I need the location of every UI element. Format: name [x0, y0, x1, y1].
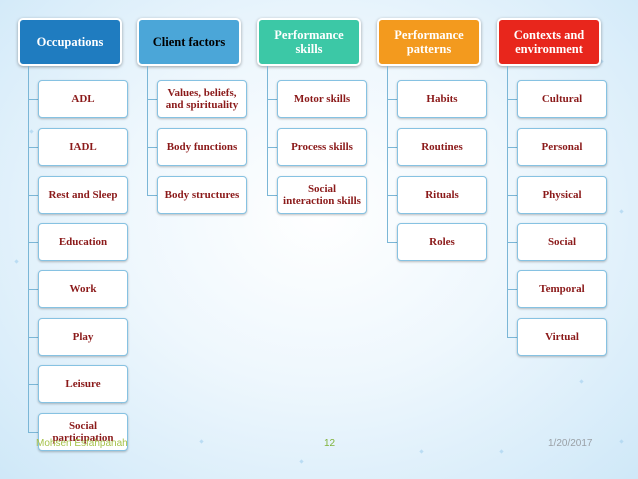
- item-connector: [507, 289, 517, 290]
- column-5-item-2: Personal: [517, 128, 607, 166]
- item-connector: [28, 242, 38, 243]
- column-1-item-4: Education: [38, 223, 128, 261]
- column-5-item-4: Social: [517, 223, 607, 261]
- item-connector: [507, 147, 517, 148]
- column-4-item-4: Roles: [397, 223, 487, 261]
- column-3-item-1: Motor skills: [277, 80, 367, 118]
- item-connector: [387, 99, 397, 100]
- column-connector-3: [267, 66, 268, 195]
- item-connector: [507, 99, 517, 100]
- item-connector: [147, 147, 157, 148]
- column-connector-2: [147, 66, 148, 195]
- column-1-item-3: Rest and Sleep: [38, 176, 128, 214]
- column-header-2: Client factors: [137, 18, 241, 66]
- column-3-item-2: Process skills: [277, 128, 367, 166]
- column-4-item-1: Habits: [397, 80, 487, 118]
- footer-date: 1/20/2017: [548, 438, 593, 449]
- column-1-item-7: Leisure: [38, 365, 128, 403]
- item-connector: [267, 195, 277, 196]
- column-5-item-1: Cultural: [517, 80, 607, 118]
- column-3-item-3: Social interaction skills: [277, 176, 367, 214]
- column-4-item-3: Rituals: [397, 176, 487, 214]
- column-5-item-5: Temporal: [517, 270, 607, 308]
- item-connector: [387, 242, 397, 243]
- item-connector: [147, 99, 157, 100]
- item-connector: [387, 147, 397, 148]
- item-connector: [147, 195, 157, 196]
- item-connector: [28, 195, 38, 196]
- column-2-item-2: Body functions: [157, 128, 247, 166]
- column-1-item-2: IADL: [38, 128, 128, 166]
- item-connector: [28, 432, 38, 433]
- column-5-item-3: Physical: [517, 176, 607, 214]
- column-1-item-8: Social participation: [38, 413, 128, 451]
- column-2-item-1: Values, beliefs, and spirituality: [157, 80, 247, 118]
- column-connector-5: [507, 66, 508, 337]
- column-1-item-1: ADL: [38, 80, 128, 118]
- item-connector: [387, 195, 397, 196]
- item-connector: [507, 195, 517, 196]
- column-header-3: Performance skills: [257, 18, 361, 66]
- item-connector: [28, 337, 38, 338]
- column-1-item-5: Work: [38, 270, 128, 308]
- item-connector: [28, 99, 38, 100]
- column-connector-4: [387, 66, 388, 242]
- column-1-item-6: Play: [38, 318, 128, 356]
- item-connector: [28, 289, 38, 290]
- column-2-item-3: Body structures: [157, 176, 247, 214]
- item-connector: [267, 147, 277, 148]
- column-5-item-6: Virtual: [517, 318, 607, 356]
- item-connector: [507, 242, 517, 243]
- column-connector-1: [28, 66, 29, 432]
- footer-page-number: 12: [324, 438, 336, 449]
- item-connector: [28, 147, 38, 148]
- column-header-1: Occupations: [18, 18, 122, 66]
- column-4-item-2: Routines: [397, 128, 487, 166]
- item-connector: [507, 337, 517, 338]
- item-connector: [267, 99, 277, 100]
- item-connector: [28, 384, 38, 385]
- column-header-4: Performance patterns: [377, 18, 481, 66]
- column-header-5: Contexts and environment: [497, 18, 601, 66]
- footer-author: Mohsen Esfahpanah: [36, 438, 128, 449]
